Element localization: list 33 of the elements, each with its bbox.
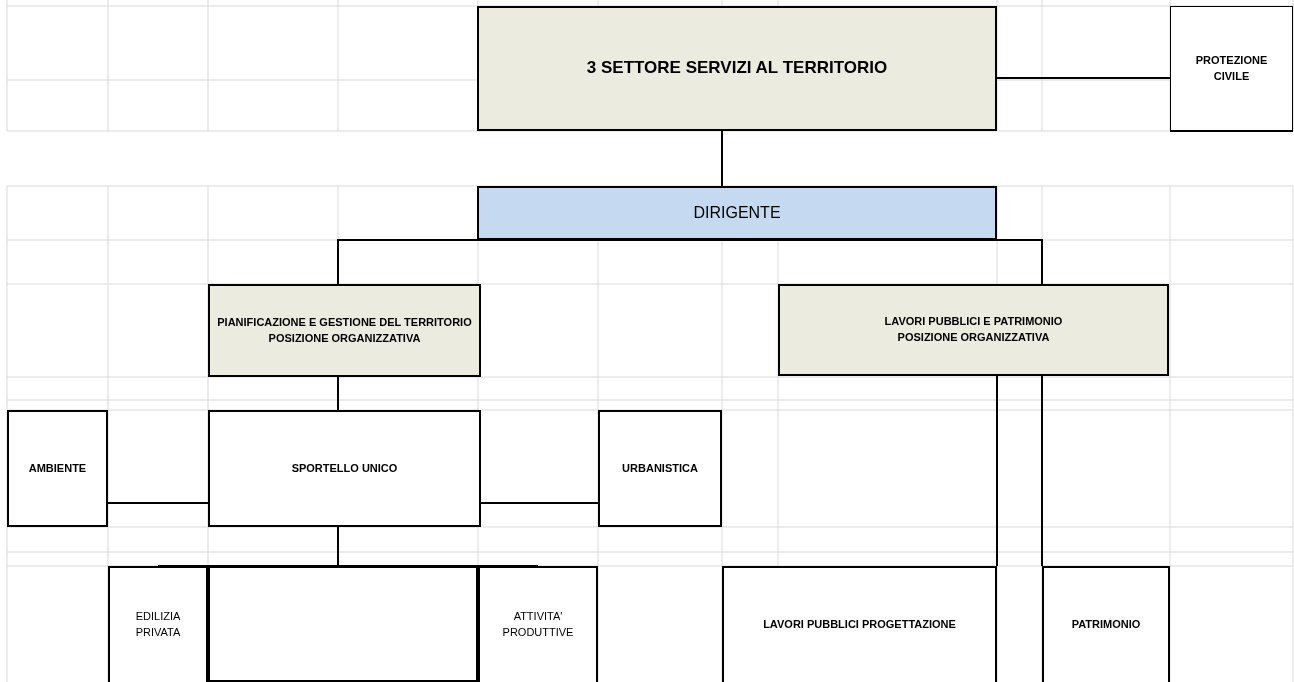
- org-box: [1042, 566, 1170, 682]
- connector-line: [1041, 375, 1043, 567]
- unit-label: EDILIZIA PRIVATA: [134, 609, 182, 640]
- org-box: [778, 284, 1169, 376]
- org-box: [598, 410, 722, 527]
- org-box: [208, 284, 481, 377]
- unit-label: AMBIENTE: [27, 460, 88, 476]
- org-box: [208, 410, 481, 527]
- org-box: [477, 6, 997, 131]
- unit-label: ATTIVITA' PRODUTTIVE: [501, 609, 575, 640]
- unit-label: PATRIMONIO: [1070, 617, 1142, 633]
- unit-label: DIRIGENTE: [692, 203, 782, 224]
- unit-label: POSIZIONE ORGANIZZATIVA: [896, 330, 1051, 345]
- connector-line: [337, 376, 339, 411]
- unit-label: PIANIFICAZIONE E GESTIONE DEL TERRITORIO: [216, 314, 473, 330]
- org-box: [1170, 6, 1293, 132]
- unit-label: URBANISTICA: [621, 460, 699, 476]
- unit-label: POSIZIONE ORGANIZZATIVA: [267, 330, 422, 346]
- connector-line: [996, 375, 998, 567]
- org-box: [7, 410, 108, 527]
- org-box: [108, 566, 208, 682]
- org-box: [477, 186, 997, 240]
- connector-line: [480, 502, 599, 504]
- org-box: [722, 566, 997, 682]
- unit-label: SPORTELLO UNICO: [290, 460, 399, 476]
- connector-line: [996, 77, 1171, 79]
- unit-label: PROTEZIONE CIVILE: [1194, 52, 1269, 84]
- unit-label: 3 SETTORE SERVIZI AL TERRITORIO: [585, 57, 889, 80]
- org-box: [478, 566, 598, 682]
- connector-line: [107, 502, 209, 504]
- unit-label: LAVORI PUBBLICI E PATRIMONIO: [883, 314, 1064, 330]
- unit-label: LAVORI PUBBLICI PROGETTAZIONE: [762, 617, 957, 633]
- connector-line: [721, 130, 723, 187]
